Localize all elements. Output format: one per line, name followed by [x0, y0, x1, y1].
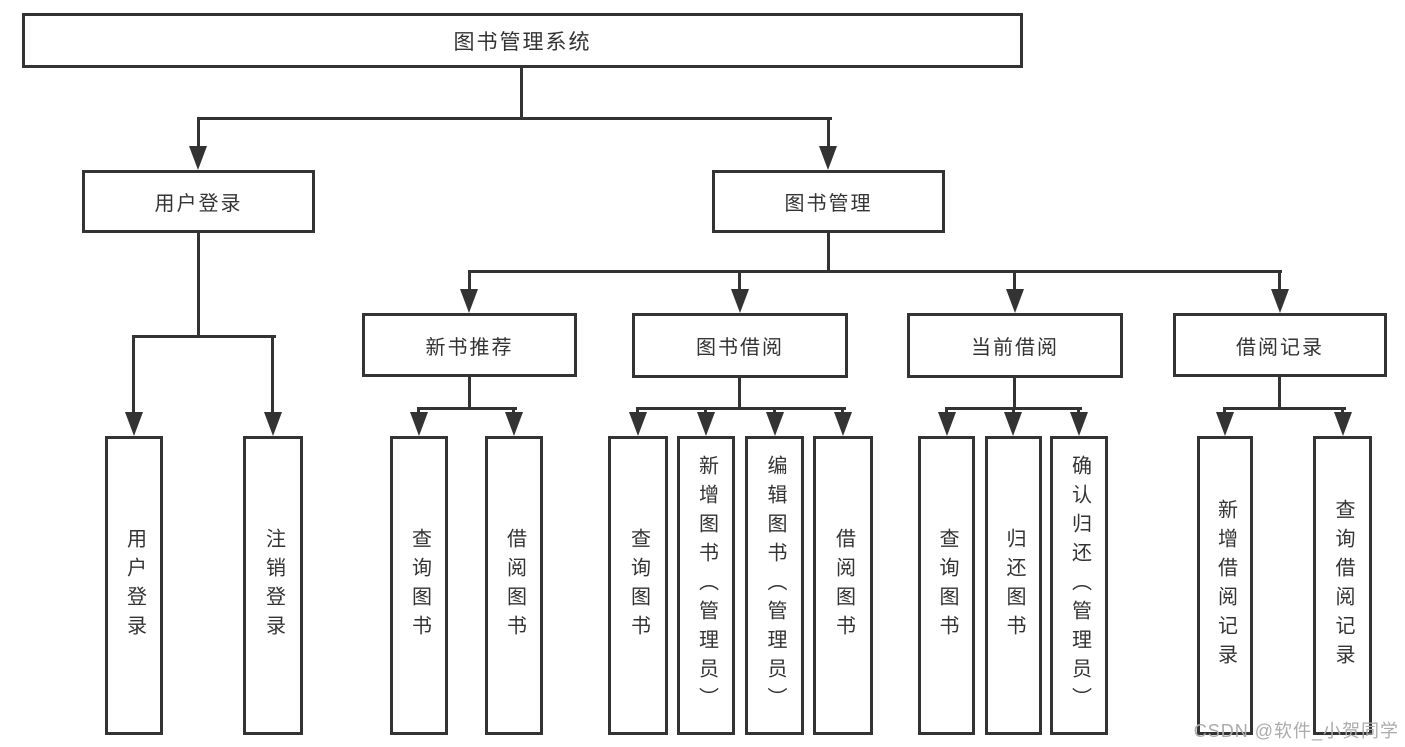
leaf-cb-confirm-return-admin-label: 确认归还（管理员） — [1068, 455, 1091, 716]
connector-line — [1278, 377, 1281, 409]
connector-line — [738, 378, 741, 409]
arrowhead-down-icon — [1271, 289, 1289, 313]
connector-line — [738, 270, 741, 290]
leaf-nb-borrow-books-label: 借阅图书 — [503, 527, 526, 644]
leaf-bb-edit-books-admin: 编辑图书（管理员） — [745, 436, 804, 735]
connector-line — [1223, 407, 1226, 413]
leaf-nb-borrow-books: 借阅图书 — [485, 436, 543, 735]
connector-line — [1012, 407, 1015, 413]
arrowhead-down-icon — [505, 412, 523, 436]
connector-line — [417, 407, 420, 413]
leaf-bb-edit-books-admin-label: 编辑图书（管理员） — [764, 455, 786, 716]
arrowhead-down-icon — [766, 412, 784, 436]
leaf-bb-add-books-admin-label: 新增图书（管理员） — [695, 455, 718, 716]
node-current-borrowing-label: 当前借阅 — [971, 337, 1059, 359]
leaf-bb-query-books: 查询图书 — [608, 436, 668, 735]
connector-line — [1278, 270, 1281, 290]
leaf-user-login-label: 用户登录 — [123, 527, 146, 644]
leaf-cb-query-books: 查询图书 — [918, 436, 975, 735]
arrowhead-down-icon — [1216, 412, 1234, 436]
connector-line — [271, 335, 274, 412]
leaf-user-login: 用户登录 — [105, 436, 163, 735]
node-new-book-recommend-label: 新书推荐 — [425, 336, 514, 359]
node-user-login-label: 用户登录 — [154, 193, 243, 215]
connector-line — [1077, 407, 1080, 413]
node-borrowing-records-label: 借阅记录 — [1236, 336, 1324, 359]
node-new-book-recommend: 新书推荐 — [362, 313, 577, 377]
arrowhead-down-icon — [834, 412, 852, 436]
connector-line — [512, 407, 515, 413]
leaf-bb-query-books-label: 查询图书 — [627, 527, 650, 644]
node-root: 图书管理系统 — [22, 13, 1023, 68]
leaf-nb-query-books: 查询图书 — [390, 436, 448, 735]
connector-line — [417, 407, 517, 410]
connector-line — [132, 335, 135, 412]
node-book-management-label: 图书管理 — [784, 193, 873, 215]
connector-line — [1013, 270, 1016, 290]
leaf-cb-query-books-label: 查询图书 — [936, 527, 958, 644]
connector-line — [197, 117, 832, 120]
leaf-bb-borrow-books: 借阅图书 — [813, 436, 873, 735]
node-root-label: 图书管理系统 — [453, 30, 592, 54]
arrowhead-down-icon — [629, 412, 647, 436]
arrowhead-down-icon — [697, 412, 715, 436]
connector-line — [827, 117, 830, 147]
connector-line — [468, 270, 471, 290]
node-book-borrowing: 图书借阅 — [632, 313, 848, 378]
leaf-cb-return-books-label: 归还图书 — [1003, 527, 1025, 644]
arrowhead-down-icon — [410, 412, 428, 436]
arrowhead-down-icon — [731, 289, 749, 313]
arrowhead-down-icon — [1334, 412, 1352, 436]
connector-line — [841, 407, 844, 413]
watermark: CSDN @软件_小贺同学 — [1193, 721, 1399, 741]
connector-line — [1341, 407, 1344, 413]
connector-line — [468, 377, 471, 409]
connector-line — [132, 335, 276, 338]
leaf-br-add-record-label: 新增借阅记录 — [1214, 498, 1237, 673]
node-book-borrowing-label: 图书借阅 — [696, 337, 784, 359]
arrowhead-down-icon — [1070, 412, 1088, 436]
leaf-cb-confirm-return-admin: 确认归还（管理员） — [1050, 436, 1108, 735]
node-borrowing-records: 借阅记录 — [1173, 313, 1387, 377]
connector-line — [1013, 378, 1016, 409]
connector-line — [636, 407, 846, 410]
connector-line — [197, 117, 200, 147]
connector-line — [773, 407, 776, 413]
leaf-br-add-record: 新增借阅记录 — [1197, 436, 1253, 735]
connector-line — [704, 407, 707, 413]
leaf-br-query-record-label: 查询借阅记录 — [1332, 498, 1354, 673]
arrowhead-down-icon — [938, 412, 956, 436]
connector-line — [636, 407, 639, 413]
leaf-nb-query-books-label: 查询图书 — [408, 527, 431, 644]
arrowhead-down-icon — [264, 412, 282, 436]
connector-line — [520, 68, 523, 119]
node-book-management: 图书管理 — [712, 170, 945, 233]
arrowhead-down-icon — [1006, 289, 1024, 313]
leaf-logout-label: 注销登录 — [262, 527, 285, 644]
connector-line — [1223, 407, 1346, 410]
leaf-bb-add-books-admin: 新增图书（管理员） — [677, 436, 735, 735]
leaf-br-query-record: 查询借阅记录 — [1313, 436, 1372, 735]
connector-line — [827, 233, 830, 273]
connector-line — [197, 233, 200, 337]
connector-line — [469, 270, 1282, 273]
leaf-cb-return-books: 归还图书 — [985, 436, 1042, 735]
leaf-bb-borrow-books-label: 借阅图书 — [832, 527, 855, 644]
connector-line — [945, 407, 948, 413]
arrowhead-down-icon — [1004, 412, 1022, 436]
arrowhead-down-icon — [460, 289, 478, 313]
node-user-login: 用户登录 — [82, 170, 315, 233]
node-current-borrowing: 当前借阅 — [907, 313, 1123, 378]
leaf-logout: 注销登录 — [243, 436, 303, 735]
arrowhead-down-icon — [189, 146, 207, 170]
arrowhead-down-icon — [819, 146, 837, 170]
arrowhead-down-icon — [125, 412, 143, 436]
